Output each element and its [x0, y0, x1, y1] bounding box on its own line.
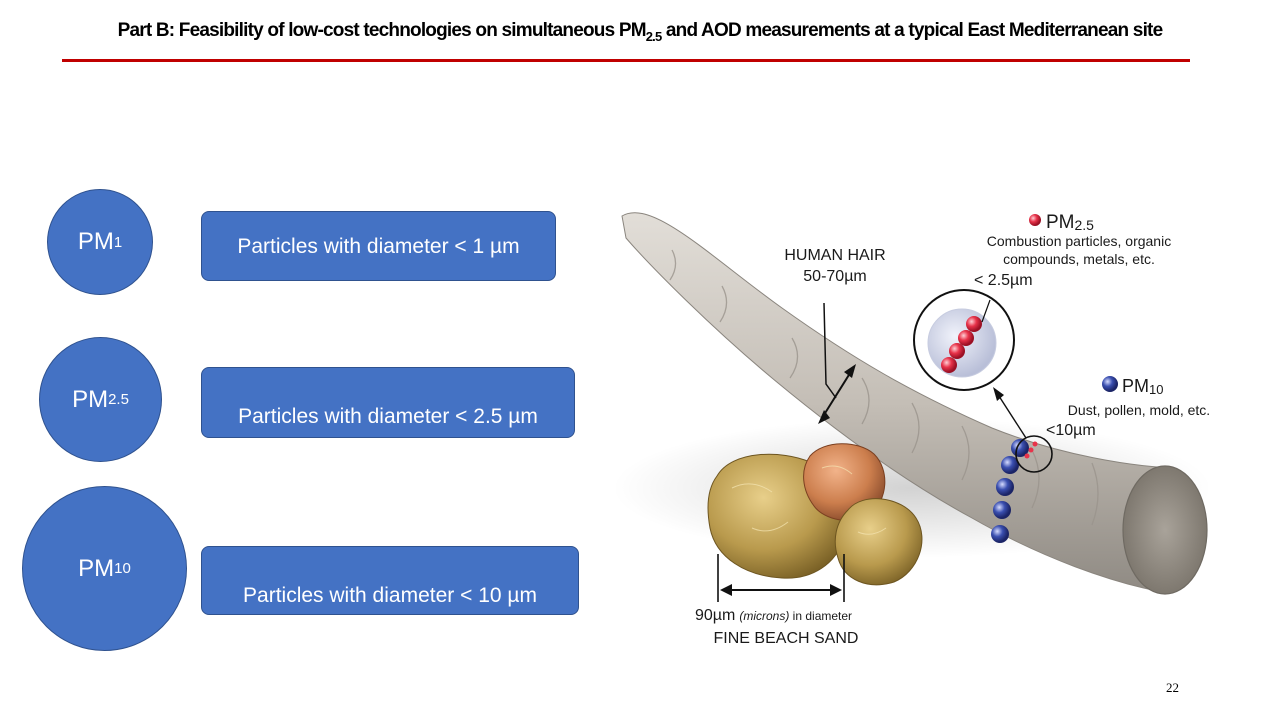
pm25-particle-chain: [941, 316, 982, 373]
pm25-description-box: Particles with diameter < 2.5 µm: [201, 367, 575, 438]
hair-label: HUMAN HAIR: [784, 247, 885, 264]
pm10-highlight-ring: [1015, 435, 1053, 473]
pm10-description: Dust, pollen, mold, etc.: [1068, 402, 1210, 418]
pm10-description: Particles with diameter < 10 µm: [243, 584, 537, 607]
sand-grain-right: [834, 498, 923, 586]
sand-texture: [731, 465, 887, 535]
sand-label: FINE BEACH SAND: [714, 630, 859, 647]
hair-cut-end: [1122, 465, 1208, 595]
pm25-pointer-line: [981, 299, 991, 323]
hair-scale-lines: [669, 249, 1099, 526]
sand-arrowhead-left: [720, 584, 732, 596]
hair-width-arrowhead-top: [844, 364, 856, 378]
pm25-label: PM2.5: [1046, 212, 1094, 233]
pm1-description: Particles with diameter < 1 µm: [237, 235, 520, 258]
hair-width-arrow: [821, 369, 853, 419]
sand-size: 90µm(microns) in diameter: [695, 607, 852, 624]
title-underline: [62, 59, 1190, 62]
sand-arrowhead-right: [830, 584, 842, 596]
pm25-magnifier-ring: [913, 289, 1015, 391]
magnify-arrow: [996, 392, 1027, 439]
slide-title: Part B: Feasibility of low-cost technolo…: [117, 20, 1164, 44]
pm25-size: < 2.5µm: [974, 272, 1033, 289]
pm10-label: PM10: [1122, 376, 1163, 397]
hair-label-leader: [823, 302, 837, 399]
pm25-description: Particles with diameter < 2.5 µm: [238, 405, 538, 428]
magnify-arrowhead: [993, 387, 1004, 401]
pm25-on-hair: [1024, 441, 1038, 459]
hair-width-arrowhead-bottom: [818, 410, 830, 424]
pm10-size: <10µm: [1046, 422, 1096, 439]
pm1-description-box: Particles with diameter < 1 µm: [201, 211, 556, 281]
pm25-legend-dot: [1029, 214, 1041, 226]
pm10-legend-dot: [1102, 376, 1118, 392]
page-number: 22: [1166, 680, 1179, 695]
hair-size: 50-70µm: [803, 268, 866, 285]
pm25-description-1: Combustion particles, organic: [987, 233, 1171, 249]
pm10-description-box: Particles with diameter < 10 µm: [201, 546, 579, 615]
particle-size-illustration: HUMAN HAIR 50-70µm PM2.5 Combustion part…: [612, 212, 1212, 647]
pm25-description-2: compounds, metals, etc.: [1003, 251, 1155, 267]
